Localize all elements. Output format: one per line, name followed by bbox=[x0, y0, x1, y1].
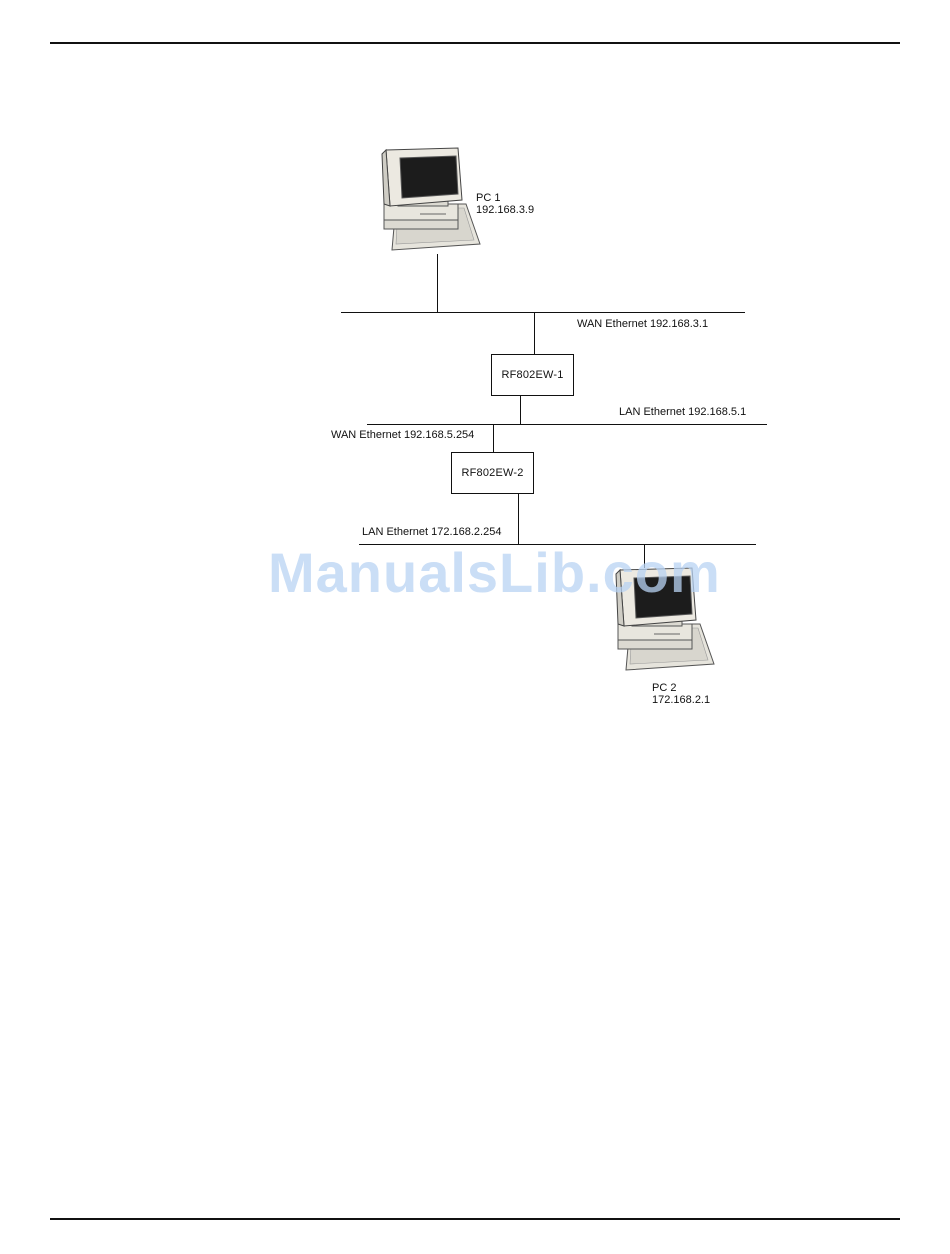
pc2-ip: 172.168.2.1 bbox=[652, 694, 710, 706]
lan-segment-1 bbox=[367, 424, 767, 425]
router2-wan-link bbox=[493, 424, 494, 452]
router1-lan-link bbox=[520, 395, 521, 424]
router1-lan-label: LAN Ethernet 192.168.5.1 bbox=[619, 406, 746, 418]
pc1-name: PC 1 bbox=[476, 192, 500, 204]
bottom-rule bbox=[50, 1218, 900, 1220]
pc2-name: PC 2 bbox=[652, 682, 676, 694]
watermark: ManualsLib.com bbox=[268, 540, 721, 605]
top-rule bbox=[50, 42, 900, 44]
router1-wan-label: WAN Ethernet 192.168.3.1 bbox=[577, 318, 708, 330]
router2-wan-label: WAN Ethernet 192.168.5.254 bbox=[331, 429, 474, 441]
pc1-computer-icon bbox=[380, 146, 484, 254]
router2-name: RF802EW-2 bbox=[461, 467, 523, 479]
router1-name: RF802EW-1 bbox=[501, 369, 563, 381]
router1-box: RF802EW-1 bbox=[491, 354, 574, 396]
router2-lan-label: LAN Ethernet 172.168.2.254 bbox=[362, 526, 501, 538]
router2-lan-link bbox=[518, 493, 519, 544]
wan-segment-1 bbox=[341, 312, 745, 313]
pc1-ip: 192.168.3.9 bbox=[476, 204, 534, 216]
router2-box: RF802EW-2 bbox=[451, 452, 534, 494]
router1-wan-link bbox=[534, 312, 535, 354]
pc1-link bbox=[437, 254, 438, 312]
